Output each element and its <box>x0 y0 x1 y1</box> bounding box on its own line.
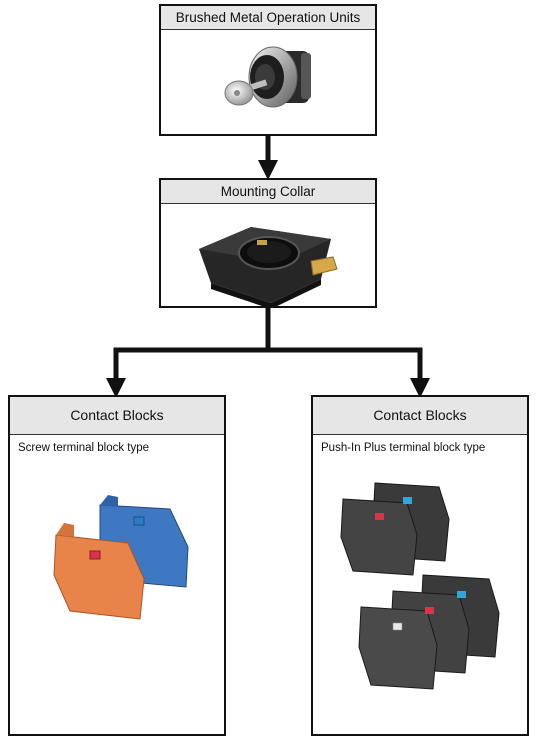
push-in-plus-subtitle: Push-In Plus terminal block type <box>321 442 486 454</box>
screw-terminal-subtitle: Screw terminal block type <box>18 442 150 454</box>
arrow-collar-to-contact-left <box>106 308 271 398</box>
contact-blocks-screw-node: Contact Blocks Screw terminal block type <box>8 395 226 736</box>
mounting-collar-image <box>199 227 338 306</box>
arrow-collar-to-contact-right <box>268 347 430 398</box>
contact-blocks-screw-title: Contact Blocks <box>10 397 224 435</box>
screw-terminal-contact-blocks-image <box>53 495 189 620</box>
key-switch-image <box>224 46 311 108</box>
mounting-collar-title: Mounting Collar <box>161 180 375 204</box>
operation-units-title: Brushed Metal Operation Units <box>161 6 375 30</box>
push-in-plus-contact-blocks-image <box>340 482 500 690</box>
contact-blocks-pushin-node: Contact Blocks Push-In Plus terminal blo… <box>311 395 529 736</box>
operation-units-node: Brushed Metal Operation Units <box>159 4 377 136</box>
mounting-collar-node: Mounting Collar <box>159 178 377 308</box>
contact-blocks-pushin-title: Contact Blocks <box>313 397 527 435</box>
